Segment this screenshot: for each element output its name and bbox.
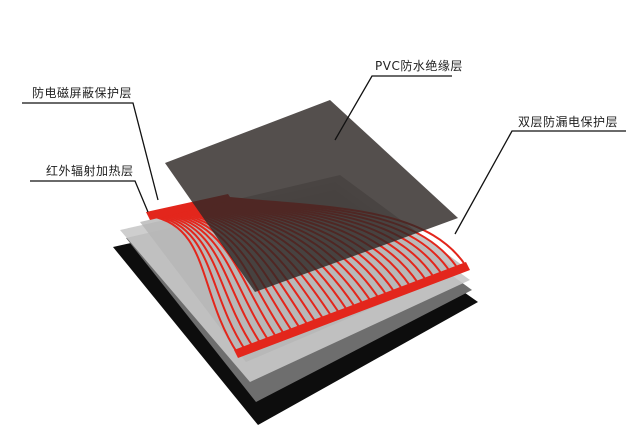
leader-leak — [454, 130, 626, 235]
leader-pvc — [334, 75, 452, 141]
pvc-insulation-layer — [165, 100, 458, 292]
heating-wire — [163, 211, 279, 340]
heating-wire — [160, 212, 271, 343]
leader-lines — [22, 75, 626, 235]
heating-wire — [149, 215, 239, 355]
heating-bus-bottom — [234, 262, 470, 358]
leader-infrared — [30, 180, 149, 213]
heating-wire — [152, 214, 247, 352]
leader-emi — [22, 102, 159, 201]
heating-wire — [155, 213, 255, 349]
label-pvc: PVC防水绝缘层 — [375, 59, 463, 73]
label-infrared-heating: 红外辐射加热层 — [46, 164, 134, 178]
heating-wire — [158, 213, 263, 346]
label-leakage-protection: 双层防漏电保护层 — [518, 115, 619, 129]
label-emi-shield: 防电磁屏蔽保护层 — [32, 86, 133, 100]
